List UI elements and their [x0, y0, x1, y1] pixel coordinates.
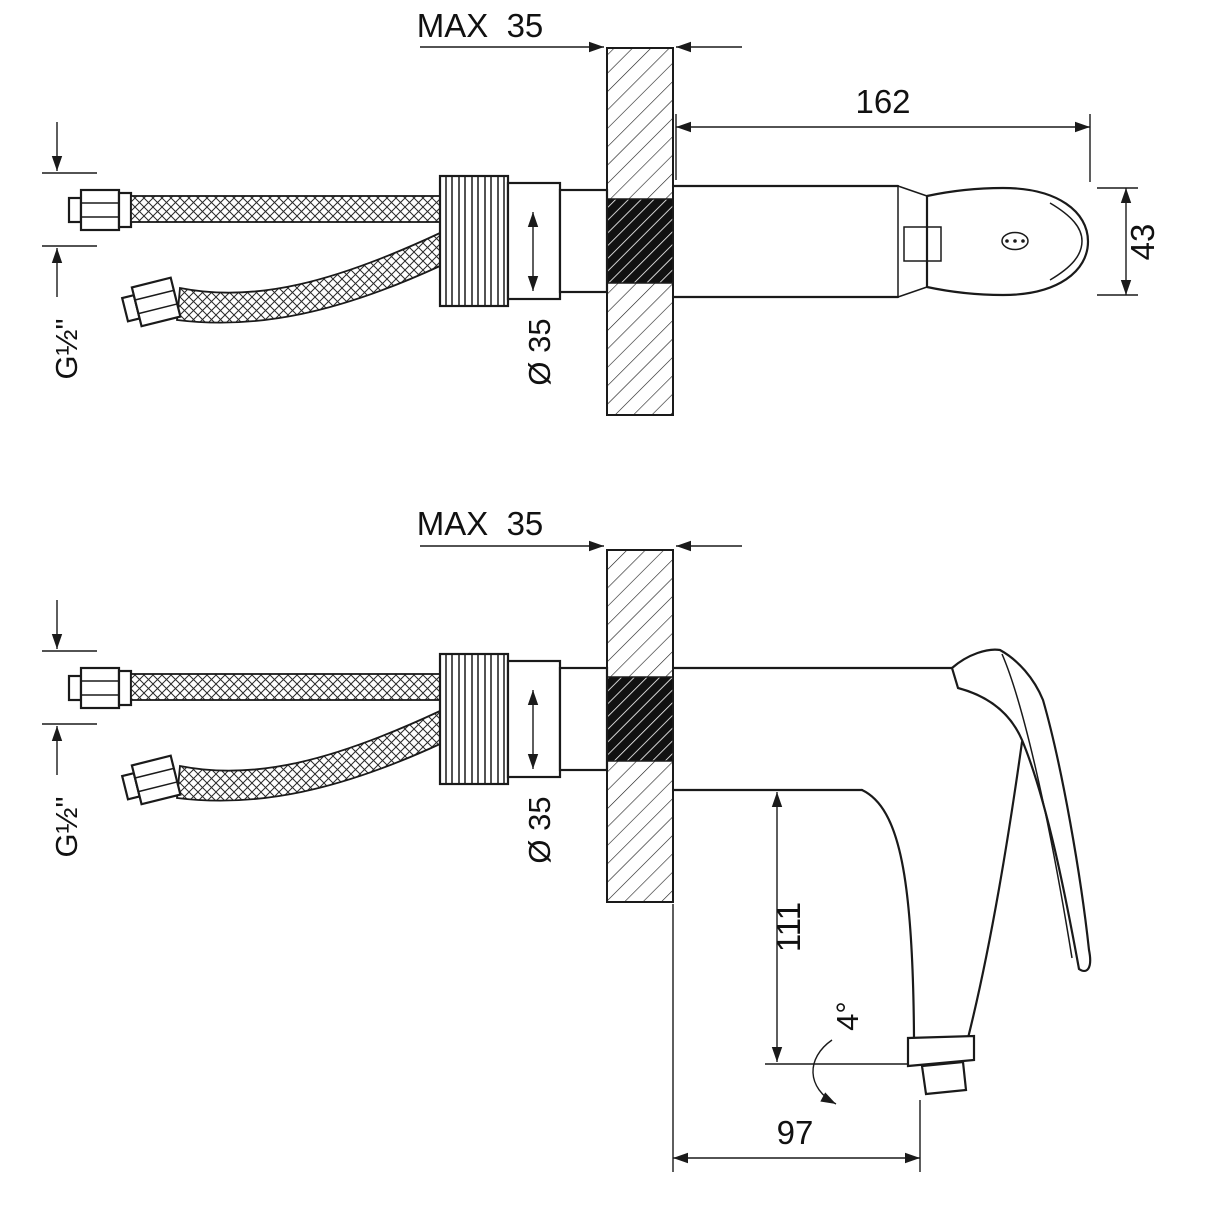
- label-body-length: 162: [855, 83, 910, 120]
- dimension-wall-thickness: MAX 35: [417, 7, 742, 53]
- shank-flange: [506, 181, 562, 301]
- hose-ferrule: [117, 669, 133, 707]
- dimension-shank-diameter: Ø 35: [522, 212, 557, 386]
- flex-hose-upper: [67, 666, 441, 710]
- handle-cap-plan: [925, 186, 1090, 297]
- dimension-wall-thickness: MAX 35: [417, 505, 742, 552]
- label-body-height: 43: [1124, 224, 1161, 261]
- hex-nut-icon: [79, 188, 121, 232]
- braided-hose: [176, 231, 441, 324]
- logo-badge-icon: [1001, 231, 1029, 251]
- hex-nut-icon: [79, 666, 121, 710]
- dimension-shank-diameter: Ø 35: [522, 690, 557, 864]
- dimension-hose-thread: G½": [42, 122, 97, 379]
- faucet-side-profile: [671, 648, 1092, 1096]
- dimension-spout-angle: 4°: [765, 1001, 908, 1105]
- faucet-body-plan: [671, 184, 1090, 299]
- top-view: MAX 35: [42, 7, 1161, 416]
- spout-outlet: [906, 1034, 976, 1068]
- flex-hose-upper: [67, 188, 441, 232]
- rib-lines: [445, 654, 505, 784]
- hex-nut-icon: [130, 754, 182, 806]
- label-shank-diameter: Ø 35: [522, 318, 557, 385]
- label-spout-reach: 97: [777, 1114, 814, 1151]
- side-view: MAX 35: [42, 505, 1092, 1172]
- spout-front-edge: [966, 740, 1024, 1040]
- label-hose-thread: G½": [49, 797, 84, 858]
- dimension-spout-height: 111: [770, 792, 807, 1062]
- spout-outlet-lip: [920, 1060, 968, 1096]
- label-max-wall-thickness: MAX 35: [417, 7, 544, 44]
- dimension-hose-thread: G½": [42, 600, 97, 857]
- label-max-wall-thickness: MAX 35: [417, 505, 544, 542]
- hex-nut-icon: [130, 276, 182, 328]
- lever-handle: [950, 648, 1092, 973]
- label-spout-height: 111: [770, 902, 807, 952]
- label-hose-thread: G½": [49, 319, 84, 380]
- cartridge-cover-plan: [903, 226, 942, 262]
- flex-hose-lower: [120, 709, 441, 806]
- dimension-body-height: 43: [1097, 187, 1161, 296]
- rib-lines: [445, 176, 505, 306]
- shank-body: [558, 188, 609, 294]
- shank-flange: [506, 659, 562, 779]
- shank-body: [558, 666, 609, 772]
- mounting-shank: [438, 652, 609, 786]
- spout-back-edge: [860, 788, 916, 1040]
- label-spout-angle: 4°: [830, 1001, 865, 1031]
- mounting-shank: [438, 174, 609, 308]
- threaded-shank-through-wall: [606, 676, 674, 762]
- threaded-shank-through-wall: [606, 198, 674, 284]
- hose-collar: [67, 196, 83, 224]
- lever-handle-inner-line: [1001, 653, 1073, 959]
- hose-collar: [67, 674, 83, 702]
- braided-hose: [130, 673, 441, 701]
- braided-hose: [176, 709, 441, 802]
- braided-hose: [130, 195, 441, 223]
- dimension-spout-reach: 97: [672, 904, 921, 1172]
- flex-hose-lower: [120, 231, 441, 328]
- dimension-body-length: 162: [675, 83, 1091, 182]
- label-shank-diameter: Ø 35: [522, 796, 557, 863]
- hose-ferrule: [117, 191, 133, 229]
